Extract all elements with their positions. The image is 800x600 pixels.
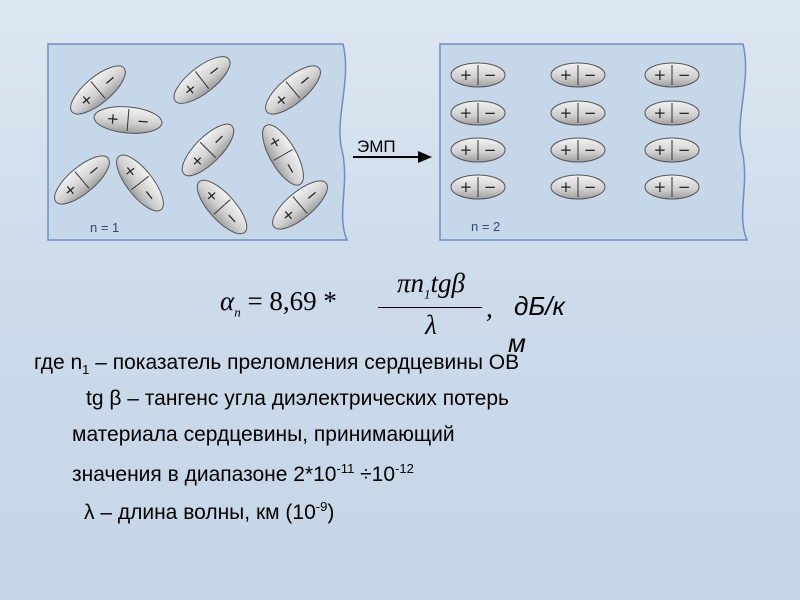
svg-text:−: − [678, 66, 691, 84]
svg-text:+: + [106, 109, 120, 128]
svg-text:−: − [484, 178, 497, 196]
svg-text:+: + [560, 66, 573, 84]
svg-text:+: + [460, 141, 473, 159]
svg-text:+: + [460, 104, 473, 122]
svg-text:−: − [584, 104, 597, 122]
legend-line-tg: tg β – тангенс угла диэлектрических поте… [86, 387, 509, 410]
formula-comma: , [486, 293, 493, 323]
svg-text:−: − [584, 178, 597, 196]
svg-text:−: − [678, 141, 691, 159]
dipole-molecule: +− [181, 123, 235, 177]
dipole-molecule: +− [262, 124, 304, 186]
svg-text:−: − [584, 141, 597, 159]
formula-denominator: λ [425, 310, 437, 340]
left-n-label: n = 1 [90, 220, 120, 235]
emp-label: ЭМП [357, 137, 396, 156]
svg-text:+: + [654, 66, 667, 84]
dipole-molecule: +− [196, 179, 248, 235]
dipole-molecule: +− [70, 65, 126, 115]
attenuation-formula: αn = 8,69 * [220, 286, 337, 320]
right-molecules: +−+−+−+−+−+−+−+−+−+−+−+− [450, 62, 700, 200]
formula-numerator: πn1tgβ [397, 268, 465, 302]
dipole-molecule: +− [450, 137, 506, 163]
dipole-molecule: +− [54, 155, 110, 205]
dipole-molecule: +− [644, 100, 700, 126]
dipole-molecule: +− [550, 174, 606, 200]
molecule-diagram: +−+−+−+−+−+−+−+−+−+− +−+−+−+−+−+−+−+−+−+… [47, 43, 749, 241]
svg-text:−: − [484, 141, 497, 159]
formula-unit-line1: дБ/к [514, 291, 565, 321]
fraction-bar [378, 307, 482, 308]
dipole-molecule: +− [116, 154, 164, 212]
svg-text:+: + [460, 66, 473, 84]
svg-text:+: + [654, 141, 667, 159]
dipole-molecule: +− [550, 62, 606, 88]
svg-text:+: + [460, 178, 473, 196]
dipole-molecule: +− [550, 100, 606, 126]
formula-lhs: αn [220, 286, 241, 320]
dipole-molecule: +− [265, 65, 321, 115]
legend-line-material: материала сердцевины, принимающий [72, 423, 455, 446]
svg-text:+: + [654, 104, 667, 122]
dipole-molecule: +− [644, 62, 700, 88]
dipole-molecule: +− [450, 100, 506, 126]
dipole-molecule: +− [173, 56, 231, 104]
svg-text:−: − [584, 66, 597, 84]
dipole-molecule: +− [644, 137, 700, 163]
dipole-molecule: +− [272, 180, 328, 230]
dipole-molecule: +− [550, 137, 606, 163]
svg-text:−: − [136, 112, 150, 131]
dipole-molecule: +− [450, 174, 506, 200]
formula-coefficient: = 8,69 * [247, 286, 337, 316]
formula-unit-line2: м [508, 328, 526, 358]
right-n-label: n = 2 [471, 219, 501, 234]
svg-text:+: + [560, 178, 573, 196]
dipole-molecule: +− [644, 174, 700, 200]
legend-line-lambda: λ – длина волны, км (10-9) [84, 499, 335, 524]
dipole-molecule: +− [450, 62, 506, 88]
left-molecules: +−+−+−+−+−+−+−+−+−+− [54, 56, 328, 235]
svg-text:−: − [678, 104, 691, 122]
svg-text:−: − [484, 104, 497, 122]
svg-text:+: + [654, 178, 667, 196]
legend-line-range: значения в диапазоне 2*10-11 ÷10-12 [72, 461, 414, 486]
svg-text:+: + [560, 104, 573, 122]
legend-line-n1: где n1 – показатель преломления сердцеви… [34, 351, 520, 378]
svg-text:+: + [560, 141, 573, 159]
svg-text:−: − [678, 178, 691, 196]
svg-text:−: − [484, 66, 497, 84]
emp-arrow [353, 151, 432, 163]
dipole-molecule: +− [93, 106, 163, 134]
